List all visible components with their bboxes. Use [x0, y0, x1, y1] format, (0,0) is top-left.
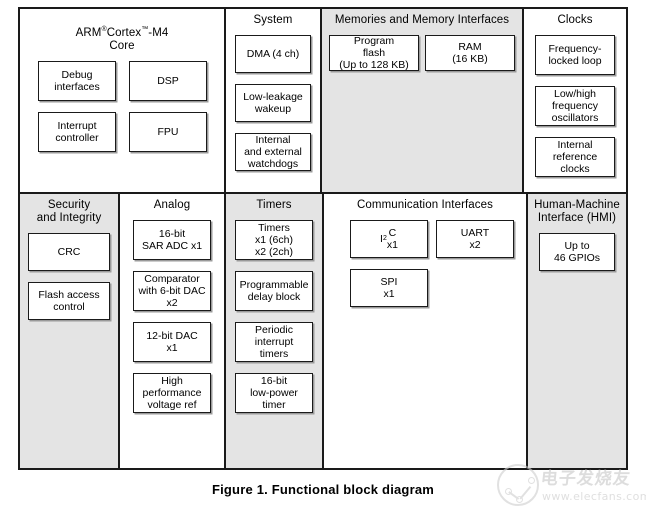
block-group-hmi: Human-Machine Interface (HMI) Up to 46 G… — [528, 194, 626, 468]
block-list-memories: Program flash (Up to 128 KB) RAM (16 KB) — [326, 35, 518, 82]
block-low-power-timer[interactable]: 16-bit low-power timer — [235, 373, 313, 413]
block-frequency-locked-loop[interactable]: Frequency- locked loop — [535, 35, 615, 75]
registered-mark-icon: ® — [101, 26, 107, 34]
block-spi[interactable]: SPI x1 — [350, 269, 428, 307]
block-program-flash[interactable]: Program flash (Up to 128 KB) — [329, 35, 419, 71]
block-list-arm-core: Debug interfaces DSP Interrupt controlle… — [24, 61, 220, 163]
block-group-memories: Memories and Memory Interfaces Program f… — [322, 9, 524, 192]
block-ram[interactable]: RAM (16 KB) — [425, 35, 515, 71]
block-watchdogs[interactable]: Internal and external watchdogs — [235, 133, 311, 171]
block-oscillators[interactable]: Low/high frequency oscillators — [535, 86, 615, 126]
figure-caption: Figure 1. Functional block diagram — [211, 482, 435, 497]
block-group-timers: Timers Timers x1 (6ch) x2 (2ch) Programm… — [226, 194, 324, 468]
group-title-memories: Memories and Memory Interfaces — [334, 14, 510, 26]
block-debug-interfaces[interactable]: Debug interfaces — [38, 61, 116, 101]
block-dsp[interactable]: DSP — [129, 61, 207, 101]
block-group-clocks: Clocks Frequency- locked loop Low/high f… — [524, 9, 626, 192]
block-group-system: System DMA (4 ch) Low-leakage wakeup Int… — [226, 9, 322, 192]
group-title-analog: Analog — [153, 199, 191, 211]
watermark-logo-dot — [516, 496, 523, 503]
block-list-security-integrity: CRC Flash access control — [24, 233, 114, 331]
block-12bit-dac[interactable]: 12-bit DAC x1 — [133, 322, 211, 362]
block-dma[interactable]: DMA (4 ch) — [235, 35, 311, 73]
block-comparator-dac[interactable]: Comparator with 6-bit DAC x2 — [133, 271, 211, 311]
block-periodic-interrupt-timers[interactable]: Periodic interrupt timers — [235, 322, 313, 362]
group-title-security-integrity: Security and Integrity — [36, 199, 102, 224]
block-voltage-reference[interactable]: High performance voltage ref — [133, 373, 211, 413]
block-flash-access-control[interactable]: Flash access control — [28, 282, 110, 320]
block-programmable-delay-block[interactable]: Programmable delay block — [235, 271, 313, 311]
spacer — [436, 269, 514, 307]
group-title-timers: Timers — [256, 199, 292, 211]
group-title-communication-interfaces: Communication Interfaces — [357, 199, 493, 211]
block-uart[interactable]: UART x2 — [436, 220, 514, 258]
group-title-hmi: Human-Machine Interface (HMI) — [534, 199, 620, 224]
block-list-system: DMA (4 ch) Low-leakage wakeup Internal a… — [230, 35, 316, 182]
block-group-analog: Analog 16-bit SAR ADC x1 Comparator with… — [120, 194, 226, 468]
block-gpios[interactable]: Up to 46 GPIOs — [539, 233, 615, 271]
group-title-clocks: Clocks — [557, 14, 593, 26]
block-sar-adc[interactable]: 16-bit SAR ADC x1 — [133, 220, 211, 260]
diagram-row-bottom: Security and Integrity CRC Flash access … — [20, 194, 626, 468]
block-list-timers: Timers x1 (6ch) x2 (2ch) Programmable de… — [230, 220, 318, 424]
block-crc[interactable]: CRC — [28, 233, 110, 271]
block-timers[interactable]: Timers x1 (6ch) x2 (2ch) — [235, 220, 313, 260]
block-list-analog: 16-bit SAR ADC x1 Comparator with 6-bit … — [124, 220, 220, 424]
block-internal-reference-clocks[interactable]: Internal reference clocks — [535, 137, 615, 177]
block-low-leakage-wakeup[interactable]: Low-leakage wakeup — [235, 84, 311, 122]
block-group-security-integrity: Security and Integrity CRC Flash access … — [20, 194, 120, 468]
block-list-clocks: Frequency- locked loop Low/high frequenc… — [528, 35, 622, 188]
group-title-system: System — [253, 14, 293, 26]
block-fpu[interactable]: FPU — [129, 112, 207, 152]
block-interrupt-controller[interactable]: Interrupt controller — [38, 112, 116, 152]
block-list-hmi: Up to 46 GPIOs — [532, 233, 622, 282]
trademark-mark-icon: ™ — [141, 26, 149, 34]
